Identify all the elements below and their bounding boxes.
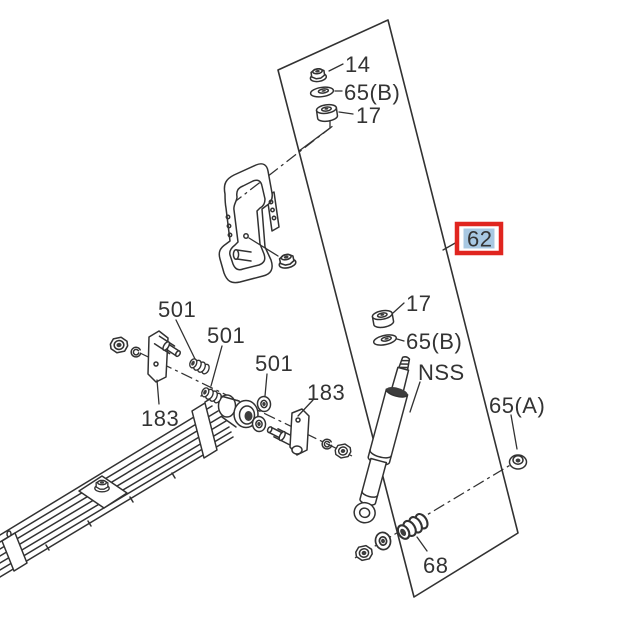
bracket-holes <box>225 199 277 239</box>
washer-lower <box>373 530 393 552</box>
part-callout-65a[interactable]: 65(A) <box>489 393 545 418</box>
shock-absorber <box>353 356 411 524</box>
part-callout-17-lower[interactable]: 17 <box>406 291 431 316</box>
leaf-spring <box>0 392 259 578</box>
nut <box>333 442 353 460</box>
nut-14 <box>308 66 328 84</box>
bracket-strap <box>218 163 273 284</box>
spring-eye-bushing <box>217 394 259 429</box>
part-callout-17-upper[interactable]: 17 <box>356 103 381 128</box>
leader-lines <box>156 63 518 552</box>
washer-65a <box>508 454 528 470</box>
part-callout-183-a[interactable]: 183 <box>141 406 179 431</box>
washer-501-c <box>255 394 273 414</box>
stack-axis-line <box>298 120 331 152</box>
part-callout-183-b[interactable]: 183 <box>307 380 345 405</box>
spring-front-clamp <box>1 530 28 572</box>
bushing-501-b <box>199 385 224 405</box>
callouts: 14 65(B) 17 17 65(B) NSS 65(A) 501 501 5… <box>141 52 545 578</box>
nut <box>108 335 130 355</box>
nut-lower <box>354 544 374 562</box>
part-callout-501-c[interactable]: 501 <box>255 351 293 376</box>
shock-absorber-assembly <box>353 308 528 562</box>
part-callout-14[interactable]: 14 <box>345 52 370 77</box>
bushing-17-lower <box>370 308 396 330</box>
shackle-parts <box>108 330 353 460</box>
part-callout-68[interactable]: 68 <box>423 553 448 578</box>
washer <box>250 414 268 434</box>
washer-65b-lower <box>372 332 398 348</box>
part-callout-501-b[interactable]: 501 <box>207 323 245 348</box>
part-callout-nss: NSS <box>418 360 465 385</box>
bracket-nut <box>276 252 298 271</box>
part-callout-501-a[interactable]: 501 <box>158 297 196 322</box>
bracket-plate-183-a <box>147 330 183 383</box>
center-line-upper-mount <box>231 124 335 205</box>
lock-washer <box>130 346 142 358</box>
upper-fastener-stack <box>298 66 339 152</box>
highlighted-callout-62[interactable]: 62 <box>454 221 504 256</box>
washer-65b-upper <box>309 85 335 99</box>
upper-mount-bracket <box>218 163 298 284</box>
frame-border <box>277 19 519 598</box>
part-callout-65b-upper[interactable]: 65(B) <box>344 80 400 105</box>
bracket-plate-183-b <box>265 408 310 456</box>
spring-center-bolt-plate <box>78 475 128 509</box>
part-callout-62[interactable]: 62 <box>467 227 492 252</box>
spring-clamp <box>191 392 218 459</box>
bracket-pin <box>232 248 252 262</box>
bushing-17-upper <box>315 102 339 124</box>
bushing-68 <box>393 510 432 543</box>
part-callout-65b-lower[interactable]: 65(B) <box>406 329 462 354</box>
highlight-selection <box>463 228 495 249</box>
bracket-nut-leader <box>248 237 279 257</box>
bushing-501-a <box>187 356 212 376</box>
shock-body-lower <box>359 457 388 506</box>
